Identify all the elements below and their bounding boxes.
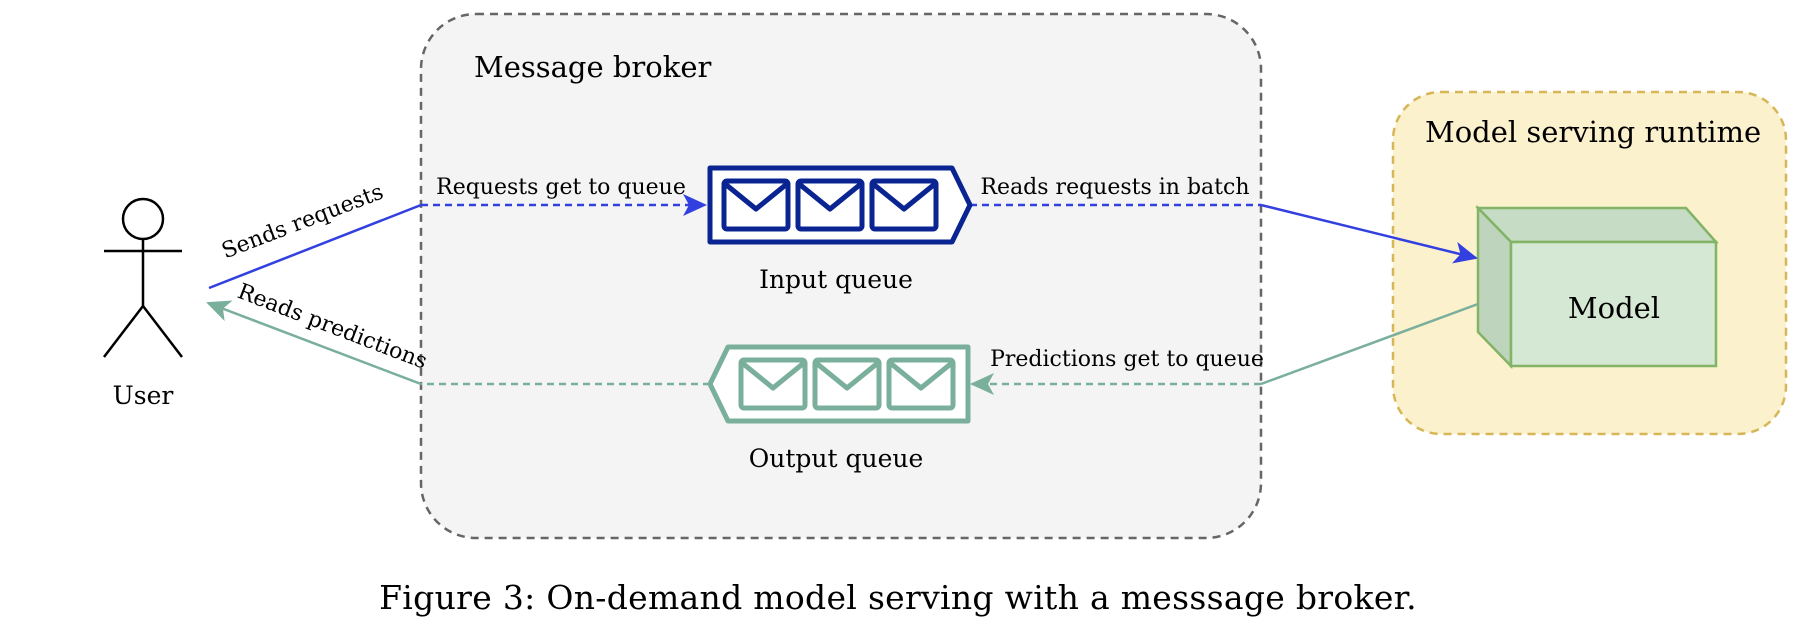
message-broker-title: Message broker bbox=[474, 50, 711, 84]
model-label: Model bbox=[1568, 291, 1660, 325]
output-message-icon-2 bbox=[812, 357, 882, 411]
output-message-icon-3 bbox=[886, 357, 956, 411]
output-queue: Output queue bbox=[707, 344, 971, 473]
input-message-icon-2 bbox=[795, 178, 865, 232]
requests-get-to-queue-label: Requests get to queue bbox=[436, 175, 686, 200]
reads-requests-in-batch-label: Reads requests in batch bbox=[980, 175, 1249, 200]
model-to-broker-edge bbox=[1260, 302, 1479, 386]
input-queue-label: Input queue bbox=[759, 265, 913, 294]
reads-predictions-label: Reads predictions bbox=[234, 279, 430, 374]
input-queue: Input queue bbox=[707, 165, 973, 294]
output-message-icon-1 bbox=[738, 357, 808, 411]
request-flow bbox=[208, 194, 1478, 290]
user-label: User bbox=[113, 381, 174, 410]
batch-to-model-edge bbox=[1260, 203, 1478, 264]
message-broker-container: Message broker bbox=[419, 12, 1263, 540]
output-queue-label: Output queue bbox=[749, 444, 924, 473]
user-actor-icon bbox=[103, 197, 183, 358]
input-message-icon-3 bbox=[869, 178, 939, 232]
model-cube: Model bbox=[1475, 204, 1719, 370]
reads-predictions-edge bbox=[206, 300, 422, 386]
sends-requests-edge bbox=[208, 203, 422, 290]
input-message-icon-1 bbox=[721, 178, 791, 232]
prediction-flow bbox=[206, 300, 1479, 395]
figure-caption: Figure 3: On-demand model serving with a… bbox=[379, 578, 1417, 617]
model-serving-runtime-title: Model serving runtime bbox=[1425, 115, 1761, 149]
predictions-get-to-queue-label: Predictions get to queue bbox=[990, 347, 1264, 372]
